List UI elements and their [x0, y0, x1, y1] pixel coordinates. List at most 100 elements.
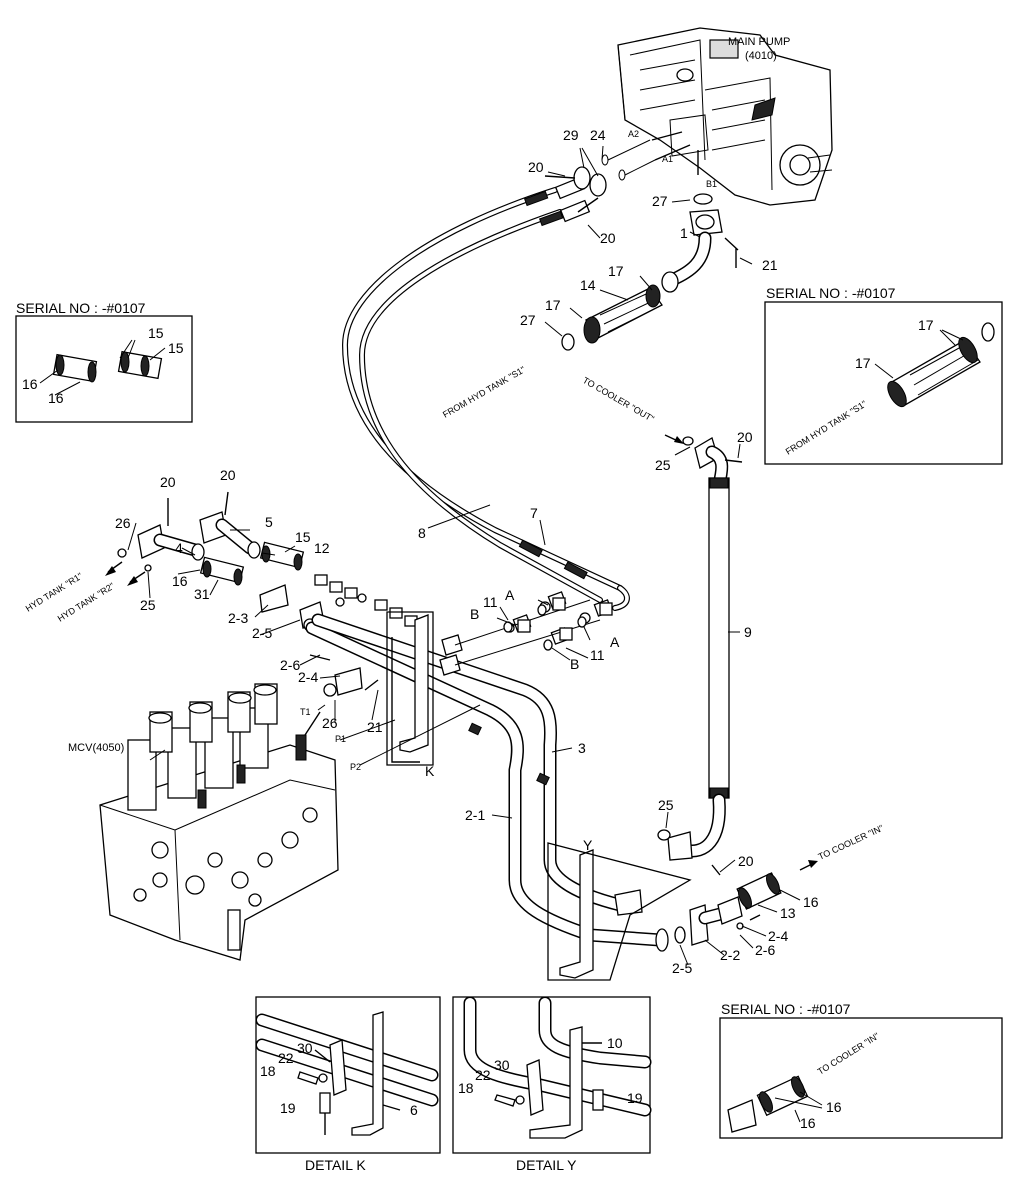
suction-hose-14: [561, 284, 663, 351]
c-2-4-b: 2-4: [768, 928, 788, 944]
c-17-b: 17: [545, 297, 561, 313]
c-b-1: B: [470, 606, 479, 622]
c-13: 13: [780, 905, 796, 921]
c-3: 3: [578, 740, 586, 756]
detail-y-title: DETAIL Y: [516, 1157, 577, 1173]
mcv-valve: [99, 683, 339, 961]
serial-title-left: SERIAL NO : -#0107: [16, 300, 146, 316]
pipes-2-1-and-3: [305, 591, 735, 952]
c-y: Y: [583, 837, 593, 853]
dk-c19: 19: [280, 1100, 296, 1116]
c-29: 29: [563, 127, 579, 143]
c-2-4-l: 2-4: [298, 669, 318, 685]
c17b-r: 17: [855, 355, 871, 371]
c-27-top: 27: [652, 193, 668, 209]
c-2-3: 2-3: [228, 610, 248, 626]
hose-9: [657, 436, 743, 876]
c-20-mid: 20: [600, 230, 616, 246]
suction-elbow-1: [661, 193, 739, 293]
port-t1: T1: [300, 707, 311, 717]
c-11-a: 11: [483, 594, 498, 610]
flow-arrows: [105, 434, 818, 871]
c-26-m: 26: [322, 715, 338, 731]
mcv-label: MCV(4050): [68, 742, 124, 754]
c-25-b: 25: [658, 797, 674, 813]
c-20-b: 20: [738, 853, 754, 869]
main-pump: [617, 27, 833, 206]
detail-k: 18 22 30 19 6 DETAIL K: [255, 996, 441, 1173]
port-a1: A1: [662, 154, 673, 164]
c-20-top: 20: [528, 159, 544, 175]
c-k: K: [425, 763, 435, 779]
c-5: 5: [265, 514, 273, 530]
c-a-1: A: [505, 587, 515, 603]
c-16-b: 16: [803, 894, 819, 910]
c-9: 9: [744, 624, 752, 640]
dy-c10: 10: [607, 1035, 623, 1051]
main-pump-code: (4010): [745, 50, 777, 62]
c-1: 1: [680, 225, 688, 241]
leader-lines: [127, 145, 801, 966]
c-27-mid: 27: [520, 312, 536, 328]
c16b: 16: [48, 390, 64, 406]
c-31: 31: [194, 586, 210, 602]
fitting-cluster: [314, 574, 418, 627]
c-17-a: 17: [608, 263, 624, 279]
port-a2: A2: [628, 129, 639, 139]
c-8: 8: [418, 525, 426, 541]
c15a: 15: [148, 325, 164, 341]
serial-title-right-top: SERIAL NO : -#0107: [766, 285, 896, 301]
return-line-parts: [117, 491, 379, 697]
detail-k-title: DETAIL K: [305, 1157, 366, 1173]
c-7: 7: [530, 505, 538, 521]
dk-c18: 18: [260, 1063, 276, 1079]
to-cooler-in-rb: TO COOLER "IN": [816, 1031, 881, 1077]
serial-box-right-top: SERIAL NO : -#0107 17 17 FROM HYD TANK "…: [764, 285, 1003, 465]
c-2-1: 2-1: [465, 807, 485, 823]
c-21-m: 21: [367, 719, 383, 735]
flanges-29: [544, 139, 656, 213]
dk-c6: 6: [410, 1102, 418, 1118]
c-2-2: 2-2: [720, 947, 740, 963]
c-2-5-l: 2-5: [252, 625, 272, 641]
main-pump-label: MAIN PUMP: [728, 36, 790, 48]
detail-y: 18 22 30 19 10 DETAIL Y: [452, 996, 652, 1173]
c-20-r: 20: [737, 429, 753, 445]
c-24: 24: [590, 127, 606, 143]
c17a-r: 17: [918, 317, 934, 333]
c16b-rb: 16: [800, 1115, 816, 1131]
dy-c22: 22: [475, 1067, 491, 1083]
c-b-2: B: [570, 656, 579, 672]
c-25-r: 25: [655, 457, 671, 473]
dk-c22: 22: [278, 1050, 294, 1066]
serial-box-right-bottom: SERIAL NO : -#0107 16 16 TO COOLER "IN": [719, 1001, 1003, 1139]
dy-c19: 19: [627, 1090, 643, 1106]
c-25-l: 25: [140, 597, 156, 613]
c16a: 16: [22, 376, 38, 392]
dy-c18: 18: [458, 1080, 474, 1096]
dk-c30: 30: [297, 1040, 313, 1056]
dy-c30: 30: [494, 1057, 510, 1073]
c-14: 14: [580, 277, 596, 293]
to-cooler-in: TO COOLER "IN": [817, 823, 885, 862]
to-cooler-out: TO COOLER "OUT": [581, 375, 656, 424]
c-21-top: 21: [762, 257, 778, 273]
c-a-2: A: [610, 634, 620, 650]
port-fittings-ab: [503, 597, 613, 651]
port-p1: P1: [335, 734, 346, 744]
c-26-l: 26: [115, 515, 131, 531]
from-tank-s1-right: FROM HYD TANK "S1": [784, 399, 869, 457]
c16a-rb: 16: [826, 1099, 842, 1115]
serial-title-right-bottom: SERIAL NO : -#0107: [721, 1001, 851, 1017]
c-2-5-b: 2-5: [672, 960, 692, 976]
c-12: 12: [314, 540, 330, 556]
c-11-b: 11: [590, 647, 605, 663]
cooler-in-fittings: [717, 872, 782, 930]
port-b1: B1: [706, 179, 717, 189]
port-p2: P2: [350, 762, 361, 772]
c-2-6-l: 2-6: [280, 657, 300, 673]
serial-box-left: SERIAL NO : -#0107 15 15 16 16: [15, 300, 193, 423]
c-15-l: 15: [295, 529, 311, 545]
c-4: 4: [175, 540, 183, 556]
